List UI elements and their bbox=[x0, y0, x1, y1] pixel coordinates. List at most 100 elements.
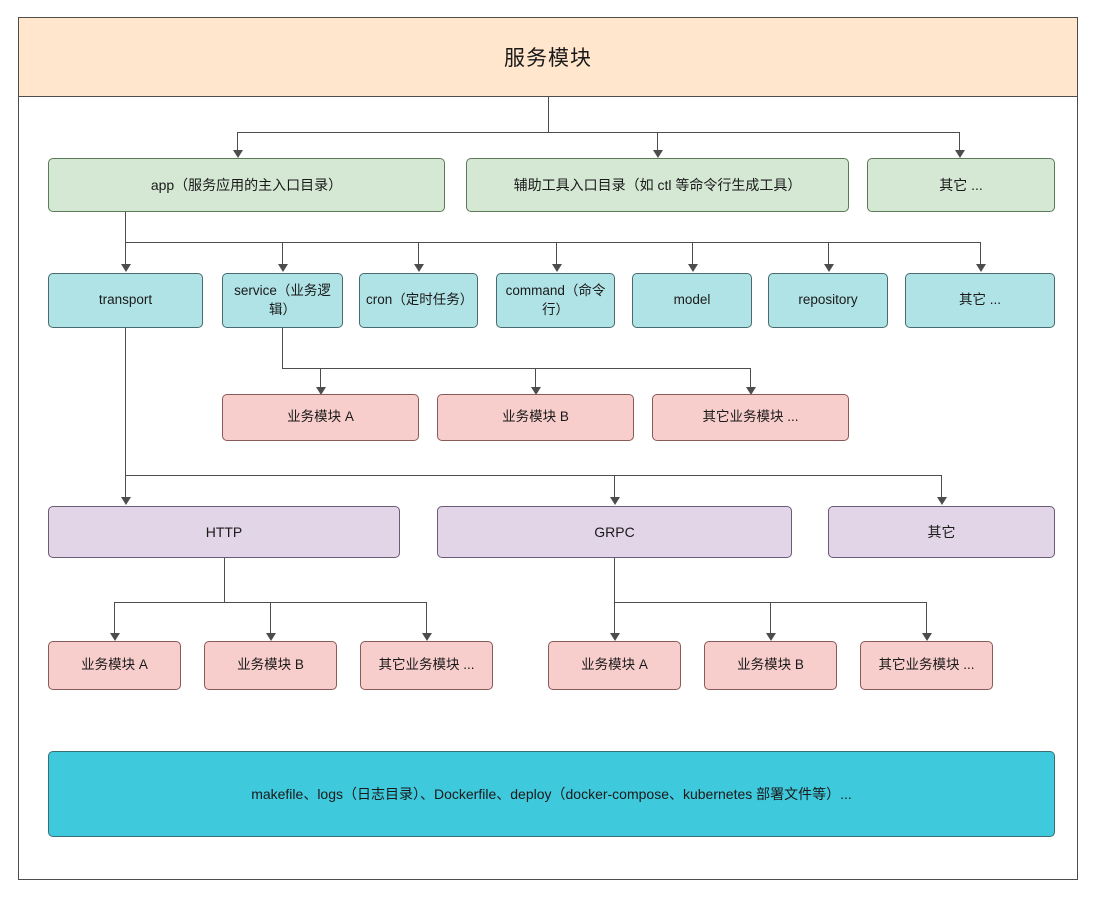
node-http-biz-other-label: 其它业务模块 ... bbox=[378, 657, 475, 673]
node-footer-bar-label: makefile、logs（日志目录）、Dockerfile、deploy（do… bbox=[251, 785, 852, 802]
diagram-title-text: 服务模块 bbox=[504, 47, 592, 70]
node-grpc-biz-a[interactable]: 业务模块 A bbox=[548, 641, 681, 690]
connector-app-drop-service bbox=[282, 242, 284, 266]
connector-transport-drop-http bbox=[125, 475, 127, 499]
arrow-app-transport bbox=[121, 264, 131, 272]
arrow-http-biz-a bbox=[110, 633, 120, 641]
connector-app-bus bbox=[125, 242, 981, 244]
node-model-label: model bbox=[673, 292, 711, 308]
node-grpc-biz-b-label: 业务模块 B bbox=[737, 657, 804, 673]
node-http-biz-other[interactable]: 其它业务模块 ... bbox=[360, 641, 493, 690]
connector-transport-drop-grpc bbox=[614, 475, 616, 499]
node-footer-bar[interactable]: makefile、logs（日志目录）、Dockerfile、deploy（do… bbox=[48, 751, 1055, 837]
node-service-biz-a[interactable]: 业务模块 A bbox=[222, 394, 419, 441]
node-http-biz-a[interactable]: 业务模块 A bbox=[48, 641, 181, 690]
node-service[interactable]: service（业务逻辑） bbox=[222, 273, 343, 328]
connector-http-drop-a bbox=[114, 602, 116, 635]
node-grpc-biz-other[interactable]: 其它业务模块 ... bbox=[860, 641, 993, 690]
node-cron[interactable]: cron（定时任务） bbox=[359, 273, 478, 328]
node-service-biz-other-label: 其它业务模块 ... bbox=[702, 409, 799, 425]
arrow-entry-app bbox=[233, 150, 243, 158]
connector-service-stem bbox=[282, 328, 284, 369]
node-service-biz-b-label: 业务模块 B bbox=[502, 409, 569, 425]
connector-app-drop-model bbox=[692, 242, 694, 266]
connector-grpc-drop-b bbox=[770, 602, 772, 635]
node-repository[interactable]: repository bbox=[768, 273, 888, 328]
node-grpc-biz-b[interactable]: 业务模块 B bbox=[704, 641, 837, 690]
arrow-service-biz-b bbox=[531, 387, 541, 395]
node-tools-entry-label: 辅助工具入口目录（如 ctl 等命令行生成工具） bbox=[513, 176, 802, 193]
node-http[interactable]: HTTP bbox=[48, 506, 400, 558]
node-service-biz-b[interactable]: 业务模块 B bbox=[437, 394, 634, 441]
node-app-other[interactable]: 其它 ... bbox=[905, 273, 1055, 328]
arrow-service-biz-a bbox=[316, 387, 326, 395]
arrow-entry-tools bbox=[653, 150, 663, 158]
node-entry-other-label: 其它 ... bbox=[939, 176, 983, 193]
connector-app-drop-cron bbox=[418, 242, 420, 266]
connector-entry-drop-tools bbox=[657, 132, 659, 152]
node-tools-entry[interactable]: 辅助工具入口目录（如 ctl 等命令行生成工具） bbox=[466, 158, 849, 212]
arrow-transport-other bbox=[937, 497, 947, 505]
connector-transport-drop-other bbox=[941, 475, 943, 499]
node-http-biz-b[interactable]: 业务模块 B bbox=[204, 641, 337, 690]
node-http-biz-b-label: 业务模块 B bbox=[237, 657, 304, 673]
node-entry-other[interactable]: 其它 ... bbox=[867, 158, 1055, 212]
node-model[interactable]: model bbox=[632, 273, 752, 328]
connector-http-stem bbox=[224, 558, 226, 603]
connector-service-drop-b bbox=[535, 368, 537, 389]
node-service-biz-other[interactable]: 其它业务模块 ... bbox=[652, 394, 849, 441]
arrow-grpc-biz-b bbox=[766, 633, 776, 641]
node-command-label: command（命令行） bbox=[505, 283, 606, 317]
connector-service-bus bbox=[282, 368, 750, 370]
connector-grpc-stem bbox=[614, 558, 616, 603]
connector-service-drop-a bbox=[320, 368, 322, 389]
node-app-label: app（服务应用的主入口目录） bbox=[150, 176, 343, 193]
arrow-http-biz-b bbox=[266, 633, 276, 641]
connector-title-stem bbox=[548, 97, 550, 133]
connector-grpc-drop-a bbox=[614, 602, 616, 635]
arrow-grpc-biz-a bbox=[610, 633, 620, 641]
node-http-label: HTTP bbox=[205, 523, 243, 540]
connector-entry-drop-other bbox=[959, 132, 961, 152]
node-app-other-label: 其它 ... bbox=[958, 292, 1001, 308]
node-grpc-biz-other-label: 其它业务模块 ... bbox=[878, 657, 975, 673]
arrow-entry-other bbox=[955, 150, 965, 158]
node-transport[interactable]: transport bbox=[48, 273, 203, 328]
connector-transport-bus bbox=[125, 475, 942, 477]
arrow-service-biz-other bbox=[746, 387, 756, 395]
connector-app-drop-other bbox=[980, 242, 982, 266]
node-service-label: service（业务逻辑） bbox=[234, 283, 331, 317]
connector-entry-bus bbox=[237, 132, 960, 134]
connector-transport-stem bbox=[125, 328, 127, 476]
node-cron-label: cron（定时任务） bbox=[366, 292, 474, 308]
connector-http-drop-b bbox=[270, 602, 272, 635]
node-proto-other-label: 其它 bbox=[927, 523, 956, 540]
arrow-app-other bbox=[976, 264, 986, 272]
diagram-title-banner: 服务模块 bbox=[18, 17, 1078, 97]
node-service-biz-a-label: 业务模块 A bbox=[287, 409, 354, 425]
connector-entry-drop-app bbox=[237, 132, 239, 152]
connector-app-drop-command bbox=[556, 242, 558, 266]
connector-app-drop-repository bbox=[828, 242, 830, 266]
arrow-http-biz-other bbox=[422, 633, 432, 641]
connector-app-drop-transport bbox=[125, 242, 127, 266]
connector-service-drop-other bbox=[750, 368, 752, 389]
arrow-app-cron bbox=[414, 264, 424, 272]
arrow-app-repository bbox=[824, 264, 834, 272]
node-repository-label: repository bbox=[798, 292, 858, 308]
node-command[interactable]: command（命令行） bbox=[496, 273, 615, 328]
node-grpc[interactable]: GRPC bbox=[437, 506, 792, 558]
connector-http-drop-other bbox=[426, 602, 428, 635]
arrow-app-command bbox=[552, 264, 562, 272]
node-proto-other[interactable]: 其它 bbox=[828, 506, 1055, 558]
node-transport-label: transport bbox=[98, 292, 153, 308]
arrow-app-service bbox=[278, 264, 288, 272]
node-app[interactable]: app（服务应用的主入口目录） bbox=[48, 158, 445, 212]
node-http-biz-a-label: 业务模块 A bbox=[81, 657, 148, 673]
arrow-transport-grpc bbox=[610, 497, 620, 505]
arrow-app-model bbox=[688, 264, 698, 272]
arrow-transport-http bbox=[121, 497, 131, 505]
connector-grpc-drop-other bbox=[926, 602, 928, 635]
node-grpc-biz-a-label: 业务模块 A bbox=[581, 657, 648, 673]
